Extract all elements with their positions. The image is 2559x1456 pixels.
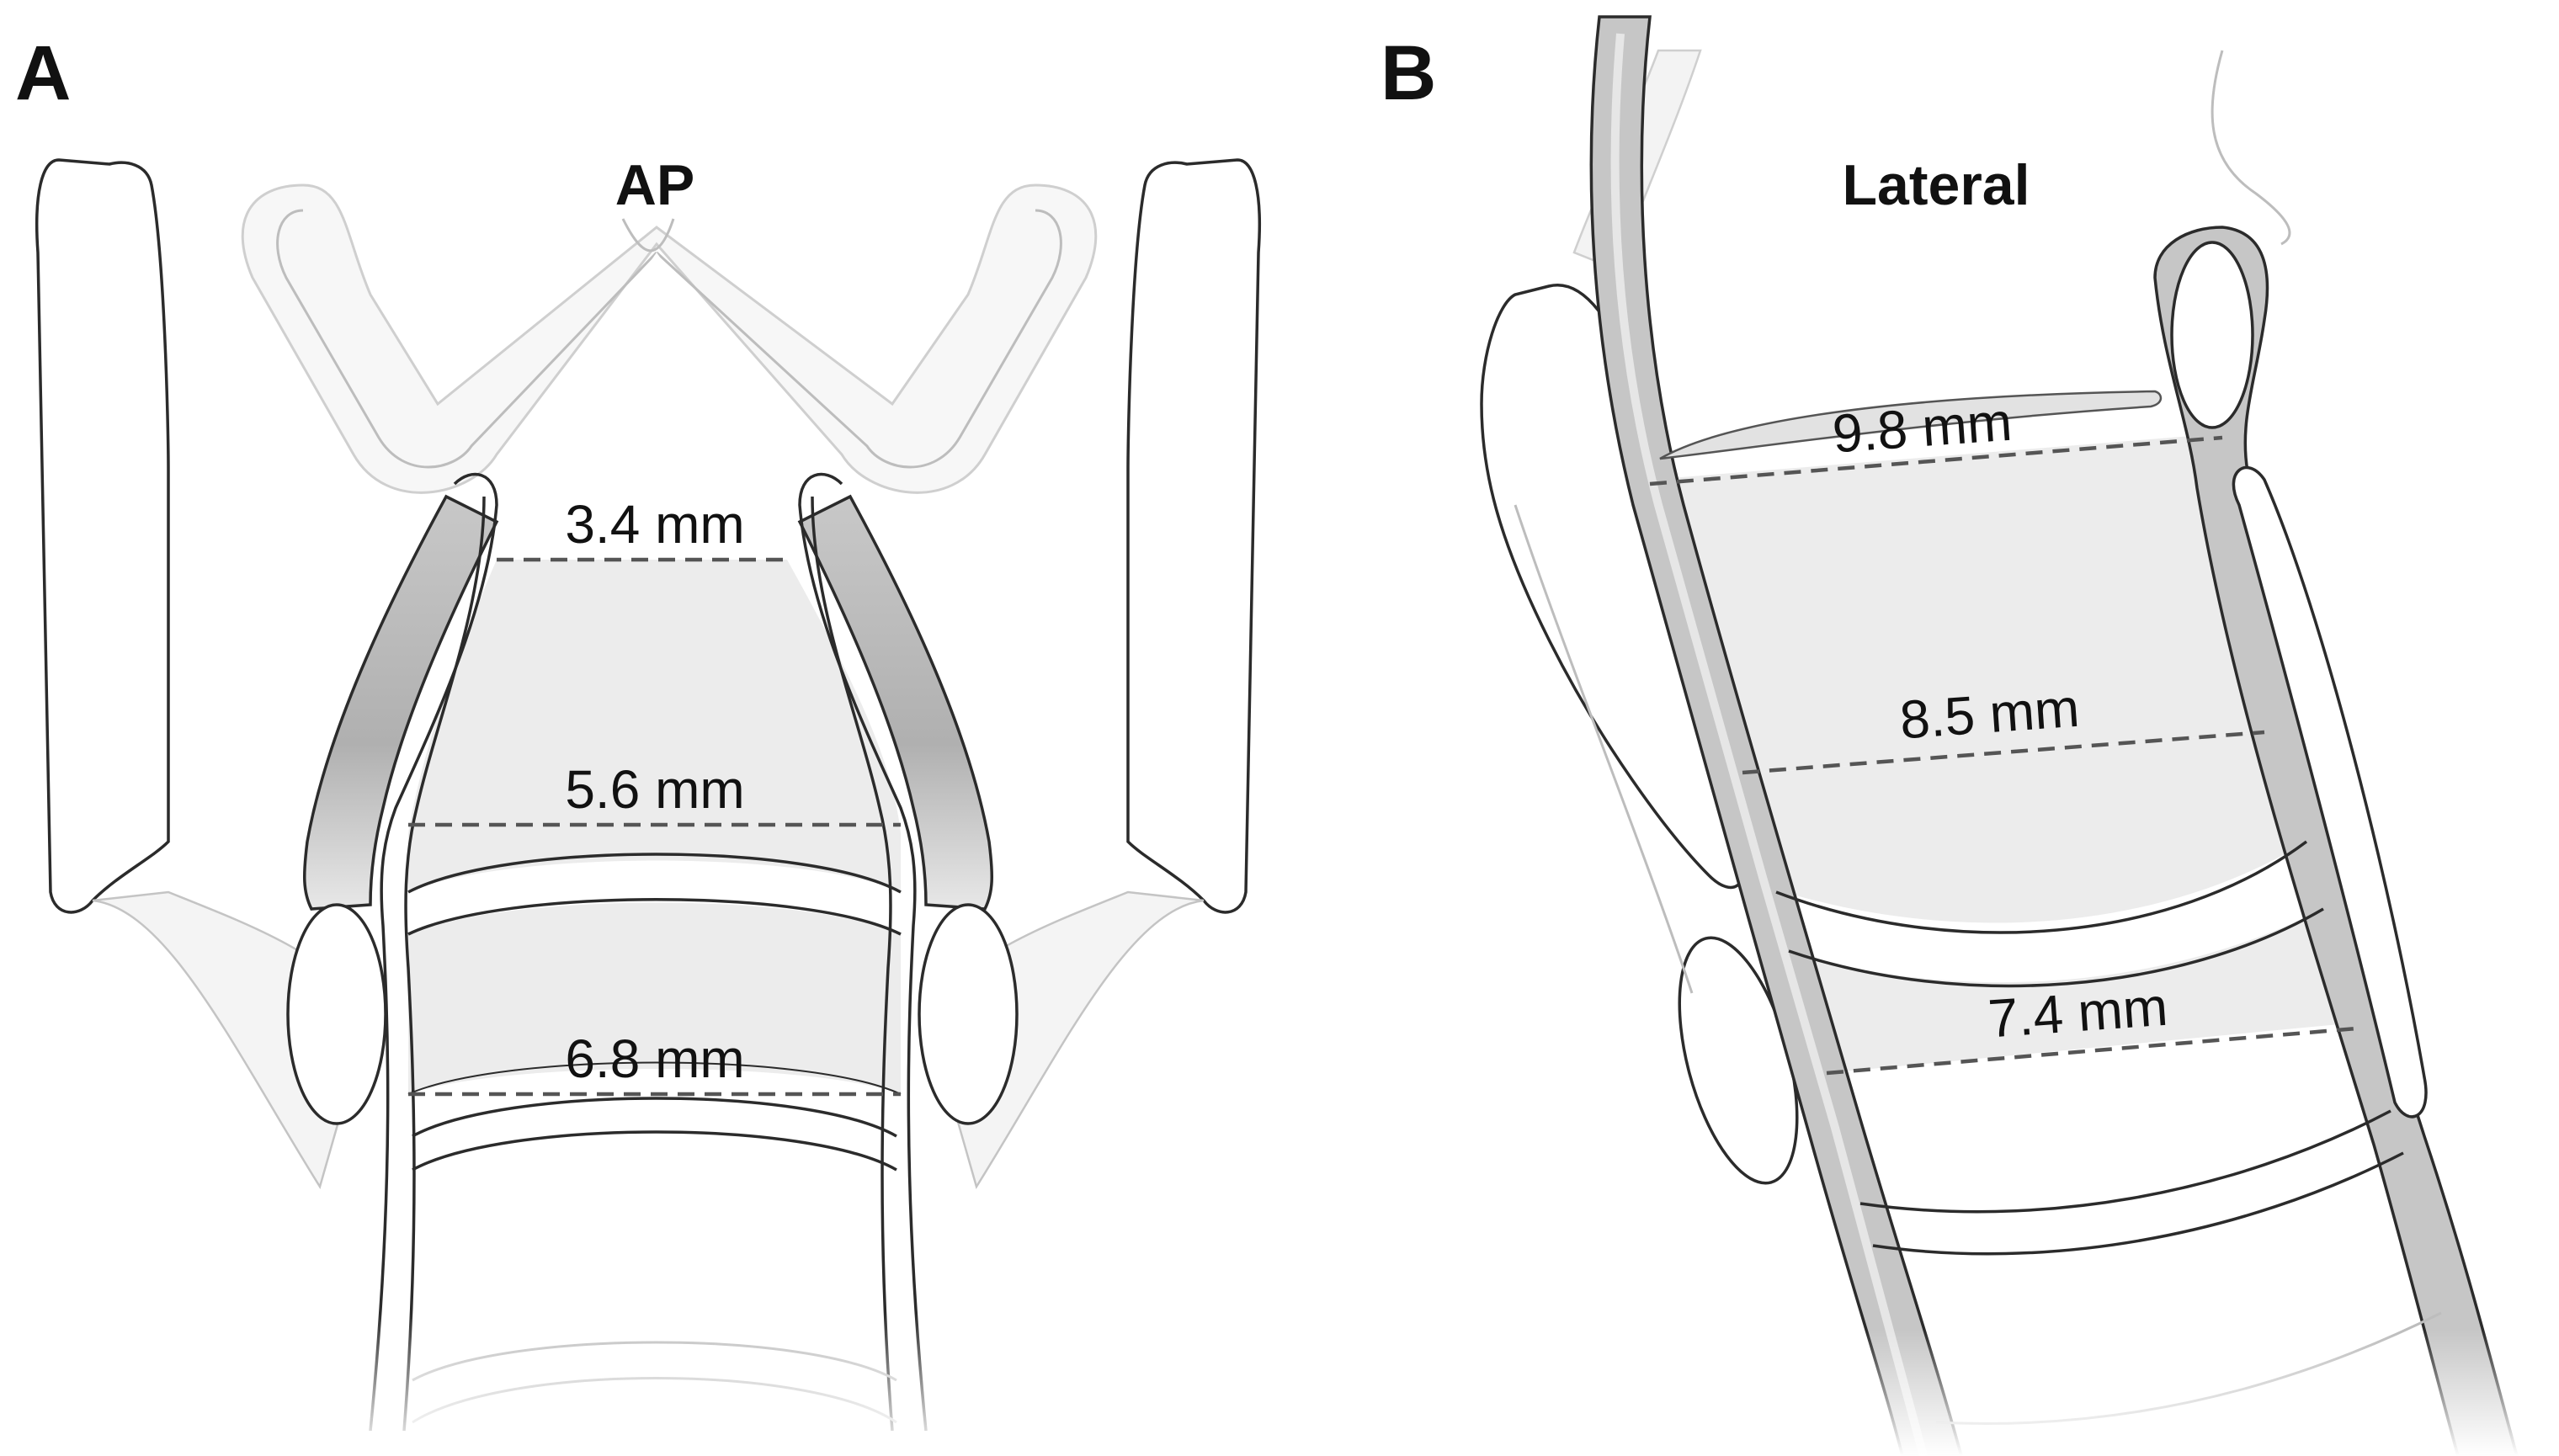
posterior-wall bbox=[2153, 226, 2519, 1456]
lumen-lower-b bbox=[1785, 909, 2357, 1073]
ring-arc-5 bbox=[412, 1130, 897, 1172]
anterior-membrane bbox=[1514, 504, 1694, 994]
measurement-label-a3: 6.8 mm bbox=[565, 1028, 744, 1089]
fold-inner-left bbox=[276, 209, 658, 469]
supraglottic-folds bbox=[241, 183, 1098, 494]
panel-a: A AP 3.4 mm 5.6 mm 6.8 mm bbox=[0, 30, 1313, 1456]
panel-letter-a: A bbox=[15, 30, 71, 116]
vocal-fold-lateral bbox=[1659, 390, 2163, 460]
view-title-ap: AP bbox=[615, 153, 694, 217]
arytenoid-left bbox=[286, 903, 387, 1125]
arytenoid-right bbox=[918, 903, 1019, 1125]
fold-inner-right bbox=[655, 209, 1062, 469]
ring-arc-1 bbox=[407, 853, 902, 894]
thyroid-lamina-left bbox=[35, 158, 170, 914]
ring-arc-b4 bbox=[1872, 1151, 2404, 1256]
panel-letter-b: B bbox=[1381, 30, 1436, 116]
ring-arc-b1 bbox=[1775, 840, 2308, 934]
ring-arc-4 bbox=[412, 1097, 897, 1138]
lumen-upper-b bbox=[1650, 433, 2264, 774]
lumen-mid-b bbox=[1742, 732, 2306, 923]
measurement-label-b2: 8.5 mm bbox=[1898, 678, 2082, 751]
measure-line-b1 bbox=[1649, 435, 2223, 486]
measure-line-b3 bbox=[1826, 1026, 2358, 1076]
inner-wall-right-outer bbox=[798, 472, 928, 1432]
measurement-label-b3: 7.4 mm bbox=[1987, 976, 2170, 1049]
thyroid-lamina-right bbox=[1126, 158, 1262, 914]
ring-arc-b3 bbox=[1859, 1109, 2391, 1214]
anterior-wall-highlight bbox=[1610, 33, 1928, 1456]
fade-bottom-b bbox=[1431, 1330, 2559, 1456]
panel-b: B Lateral 9.8 mm 8.5 mm 7.4 mm bbox=[1381, 15, 2559, 1456]
view-title-lateral: Lateral bbox=[1843, 153, 2030, 217]
fold-apex bbox=[621, 218, 675, 252]
fade-bottom-a bbox=[0, 1313, 1313, 1456]
subglottic-lumen-upper bbox=[408, 560, 901, 892]
inner-wall-left-inner bbox=[402, 496, 486, 1432]
inner-wall-left-outer bbox=[369, 472, 498, 1432]
posterior-faint bbox=[2211, 50, 2291, 246]
inner-wall-right-inner bbox=[811, 496, 894, 1432]
posterior-lower-oval bbox=[2232, 465, 2428, 1119]
ring-arc-2 bbox=[407, 898, 902, 936]
glottic-opening bbox=[497, 252, 808, 560]
measurement-label-a2: 5.6 mm bbox=[565, 759, 744, 820]
ring-arc-b2 bbox=[1788, 907, 2324, 988]
subglottic-lumen-lower bbox=[408, 902, 901, 1094]
measure-line-b2 bbox=[1742, 730, 2265, 775]
measurement-label-b1: 9.8 mm bbox=[1831, 391, 2014, 465]
posterior-upper-oval bbox=[2170, 241, 2254, 429]
ring-arc-3 bbox=[407, 1061, 902, 1095]
measurement-label-a1: 3.4 mm bbox=[565, 494, 744, 555]
